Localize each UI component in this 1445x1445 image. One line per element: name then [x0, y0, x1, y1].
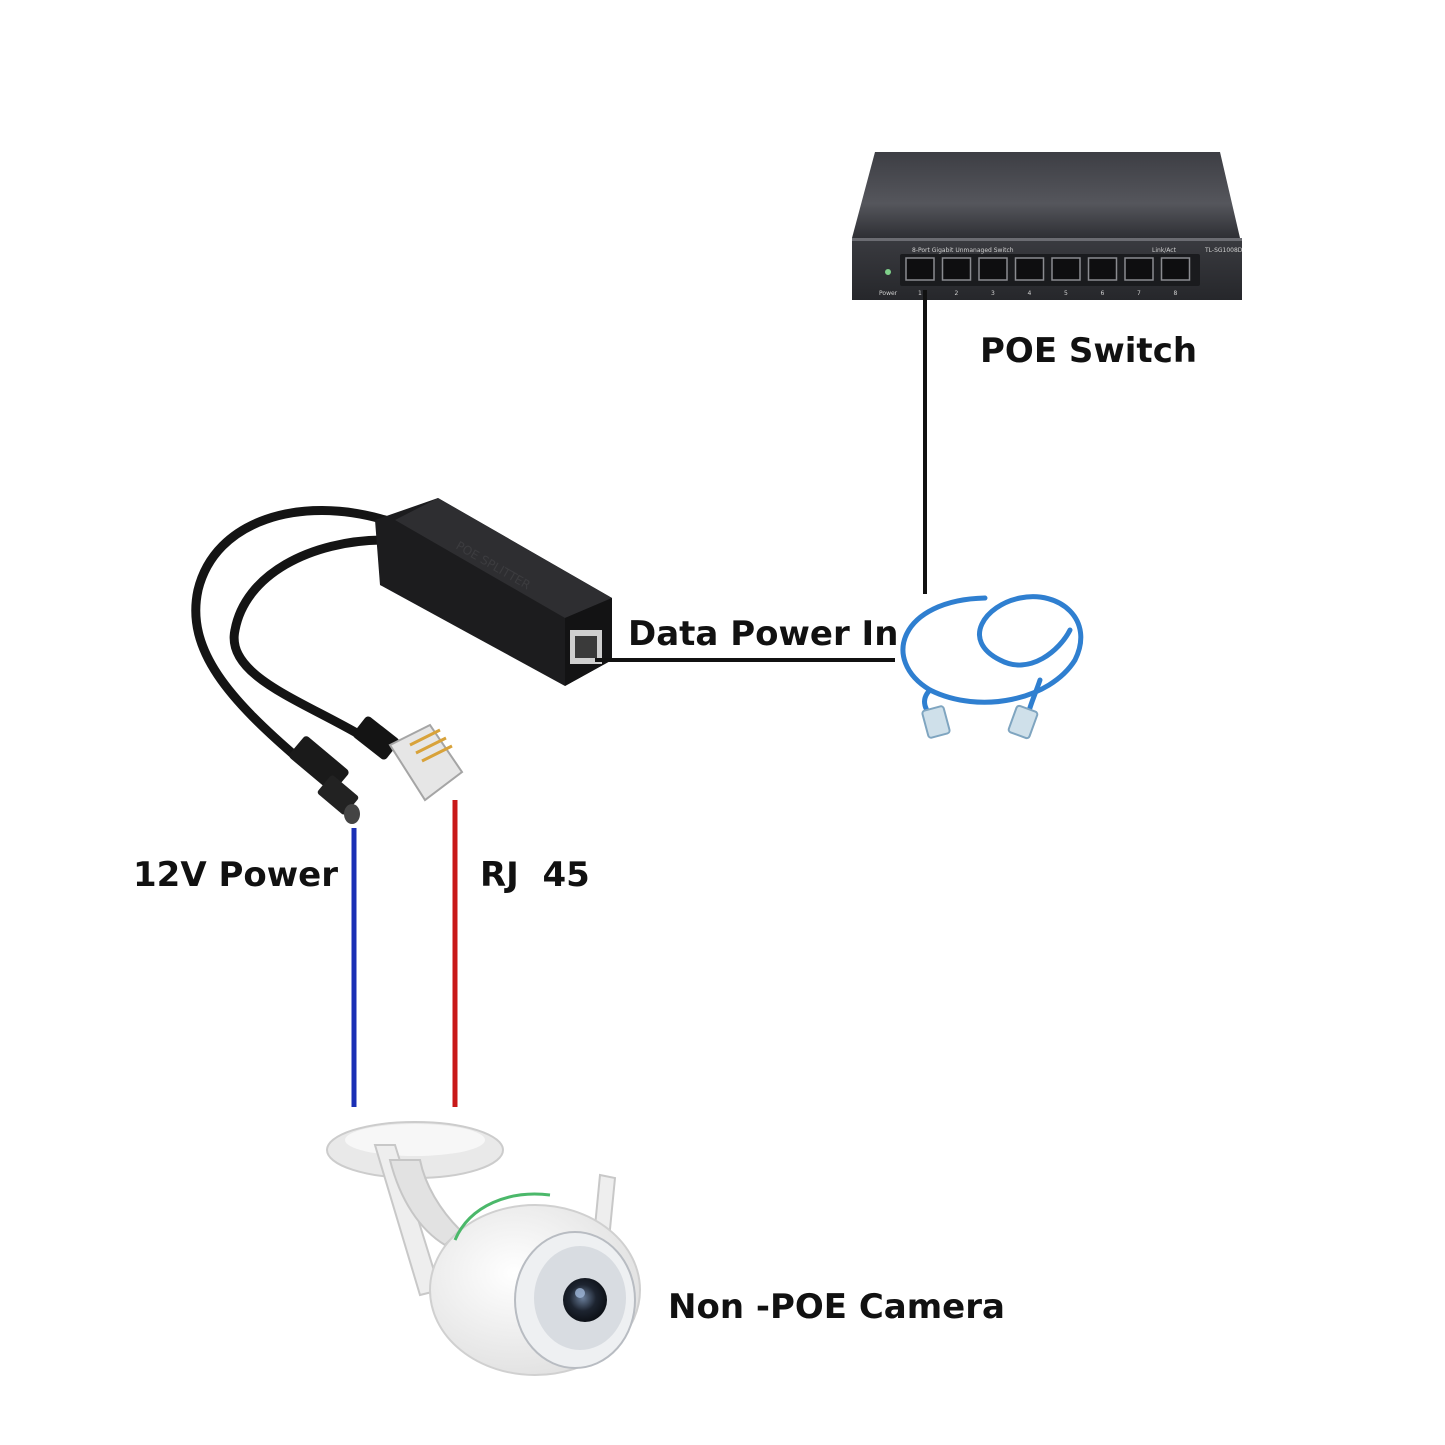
- switch-port-number: 3: [991, 290, 995, 297]
- patch-cable-icon: [900, 594, 1084, 721]
- splitter-cables: [191, 506, 390, 765]
- switch-port-1: [905, 257, 935, 281]
- switch-port-2: [941, 257, 972, 281]
- poe-splitter-icon: POE SPLITTER: [375, 498, 612, 686]
- switch-port-5: [1051, 257, 1081, 281]
- switch-ports: 1 2 3 4 5 6 7 8: [905, 257, 1191, 297]
- switch-port-4: [1014, 257, 1045, 281]
- switch-port-number: 7: [1137, 290, 1141, 297]
- camera-icon: [326, 1121, 641, 1376]
- switch-port-number: 4: [1028, 290, 1032, 297]
- switch-port-3: [978, 257, 1008, 281]
- dc-barrel-plug-icon: [289, 736, 360, 824]
- switch-port-6: [1087, 257, 1118, 281]
- switch-port-number: 1: [918, 290, 922, 297]
- switch-port-number: 8: [1174, 290, 1178, 297]
- switch-linkact-text: Link/Act: [1152, 247, 1177, 254]
- switch-port-8: [1160, 257, 1191, 281]
- camera-label: Non -POE Camera: [668, 1287, 1005, 1327]
- switch-port-number: 2: [955, 290, 959, 297]
- rj45-plug-icon: [921, 704, 1039, 740]
- switch-port-7: [1124, 257, 1154, 281]
- switch-model-code: TL-SG1008D: [1204, 247, 1243, 254]
- data-power-in-label: Data Power In: [628, 614, 898, 654]
- switch-model-text: 8-Port Gigabit Unmanaged Switch: [912, 247, 1014, 254]
- rj45-label: RJ 45: [480, 855, 590, 895]
- rj45-connector-icon: [353, 716, 464, 802]
- poe-switch-icon: 8-Port Gigabit Unmanaged Switch Link/Act…: [852, 152, 1243, 300]
- switch-port-number: 5: [1064, 290, 1068, 297]
- switch-power-text: Power: [879, 290, 898, 297]
- poe-switch-label: POE Switch: [980, 331, 1197, 371]
- switch-port-number: 6: [1101, 290, 1105, 297]
- power-12v-label: 12V Power: [133, 855, 338, 895]
- power-led-icon: [885, 269, 891, 275]
